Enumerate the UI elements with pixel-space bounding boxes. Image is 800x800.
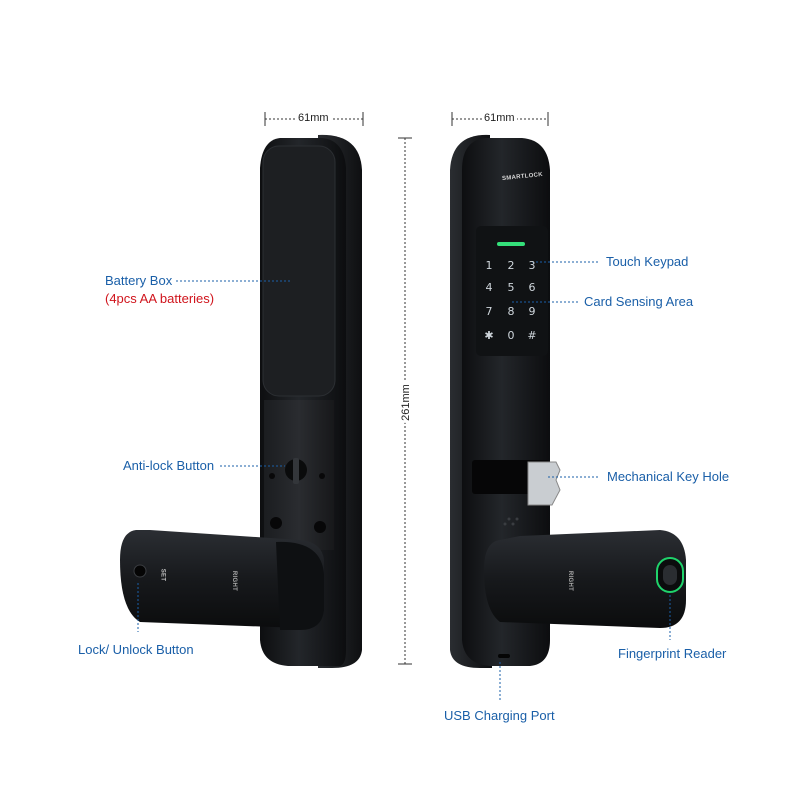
keypad-key: 9 (528, 305, 536, 318)
label-fingerprint: Fingerprint Reader (618, 646, 727, 661)
width-label-left: 61mm (296, 112, 331, 125)
speaker-dot-4 (503, 522, 507, 526)
speaker-dot-3 (511, 522, 515, 526)
plate-screw-top (269, 473, 275, 479)
keypad-key: # (527, 329, 537, 342)
usb-port (498, 654, 510, 658)
keypad-key: 6 (528, 281, 536, 294)
label-battery-note: (4pcs AA batteries) (105, 291, 215, 306)
keypad-glass (476, 226, 548, 356)
front-handle (484, 530, 686, 628)
keypad-key: 0 (507, 329, 515, 342)
fingerprint-sensor (663, 565, 677, 585)
plate-screw-top-right (319, 473, 325, 479)
keypad-key: 5 (507, 281, 515, 294)
keypad-key: 8 (507, 305, 515, 318)
back-handle-end (276, 541, 324, 630)
keypad-key: 3 (528, 259, 536, 272)
battery-box-cover (262, 145, 336, 397)
speaker-dot-2 (515, 517, 519, 521)
keypad-key: 2 (507, 259, 515, 272)
anti-lock-knob-bar (293, 458, 299, 484)
back-panel (120, 134, 362, 668)
plate-screw-left (270, 517, 282, 529)
label-battery-box: Battery Box (105, 273, 173, 288)
speaker-dot-1 (507, 517, 511, 521)
plate-screw-right (314, 521, 326, 533)
mechanical-key-icon (527, 461, 561, 506)
width-label-right: 61mm (482, 112, 517, 125)
label-mechanical-key: Mechanical Key Hole (607, 469, 730, 484)
front-panel (450, 134, 686, 668)
lock-unlock-button (133, 564, 147, 578)
label-usb: USB Charging Port (444, 708, 555, 723)
status-indicator (497, 242, 525, 246)
keypad-key: ✱ (484, 329, 494, 342)
front-handle-text: RIGHT (567, 570, 574, 592)
label-anti-lock: Anti-lock Button (123, 458, 215, 473)
height-label: 261mm (399, 382, 413, 423)
back-handle (120, 530, 324, 628)
keypad-key: 4 (485, 281, 493, 294)
label-touch-keypad: Touch Keypad (606, 254, 689, 269)
keypad-key: 7 (485, 305, 493, 318)
back-handle-text: RIGHT (231, 570, 238, 592)
label-lock-unlock: Lock/ Unlock Button (78, 642, 194, 657)
keypad-key: 1 (485, 259, 493, 272)
label-card-sensing: Card Sensing Area (584, 294, 694, 309)
back-set-text: SET (159, 568, 166, 582)
leader-lines (137, 261, 671, 702)
